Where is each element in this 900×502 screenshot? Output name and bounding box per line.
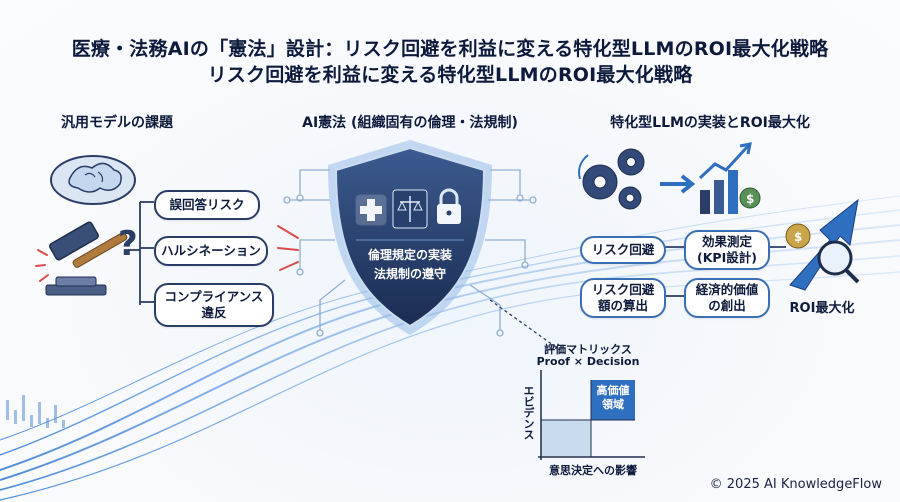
box-risk-calc: リスク回避 額の算出	[580, 278, 666, 318]
pixel-bars	[6, 395, 65, 428]
left-heading: 汎用モデルの課題	[61, 115, 173, 131]
box-risk-avoidance: リスク回避	[580, 236, 666, 264]
right-arrow-icon	[660, 174, 696, 194]
sub-title: リスク回避を利益に変える特化型LLMのROI最大化戦略	[207, 64, 693, 86]
issue-bracket	[128, 201, 154, 305]
matrix-y-label: エビデンス	[522, 385, 535, 440]
gavel-icon	[45, 221, 128, 296]
shield-label: 倫理規定の実装 法規制の遵守	[356, 246, 464, 284]
warning-marks	[35, 225, 299, 282]
roi-arrow-icon: $	[785, 198, 860, 291]
question-mark-icon: ?	[118, 224, 138, 264]
ai-constitution-shield	[328, 140, 492, 335]
svg-text:$: $	[794, 230, 802, 244]
evaluation-matrix	[538, 370, 645, 460]
cycle-arrow	[578, 154, 589, 180]
law-book-scales-icon	[392, 189, 428, 229]
main-title: 医療・法務AIの「憲法」設計：リスク回避を利益に変える特化型LLMのROI最大化…	[71, 38, 829, 60]
matrix-title: 評価マトリックス	[544, 343, 632, 356]
issue-compliance: コンプライアンス 違反	[154, 283, 274, 327]
brain-cloud-icon	[50, 155, 136, 205]
shield-text-law: 法規制の遵守	[373, 267, 446, 281]
matrix-high-value: 高価値 領域	[596, 384, 630, 411]
matrix-x-label: 意思決定への影響	[549, 464, 637, 477]
issue-hallucination: ハルシネーション	[154, 236, 268, 266]
growth-chart-icon: $	[698, 142, 761, 214]
medical-cross-icon	[355, 194, 387, 226]
gears-icon	[582, 148, 645, 210]
right-heading: 特化型LLMの実装とROI最大化	[610, 115, 810, 131]
dotted-connector	[489, 299, 561, 351]
circuit-traces	[283, 169, 537, 337]
box-kpi: 効果測定 (KPI設計)	[684, 230, 770, 270]
roi-label: ROI最大化	[789, 301, 855, 316]
center-heading: AI憲法 (組織固有の倫理・法規制)	[302, 115, 518, 131]
shield-text-ethics: 倫理規定の実装	[367, 248, 452, 262]
copyright: © 2025 AI KnowledgeFlow	[709, 477, 882, 492]
matrix-subtitle: Proof × Decision	[536, 355, 640, 368]
lock-icon	[437, 188, 461, 224]
issue-wrong-answer: 誤回答リスク	[154, 190, 260, 220]
svg-text:$: $	[746, 192, 754, 206]
box-economic-value: 経済的価値 の創出	[684, 278, 770, 318]
